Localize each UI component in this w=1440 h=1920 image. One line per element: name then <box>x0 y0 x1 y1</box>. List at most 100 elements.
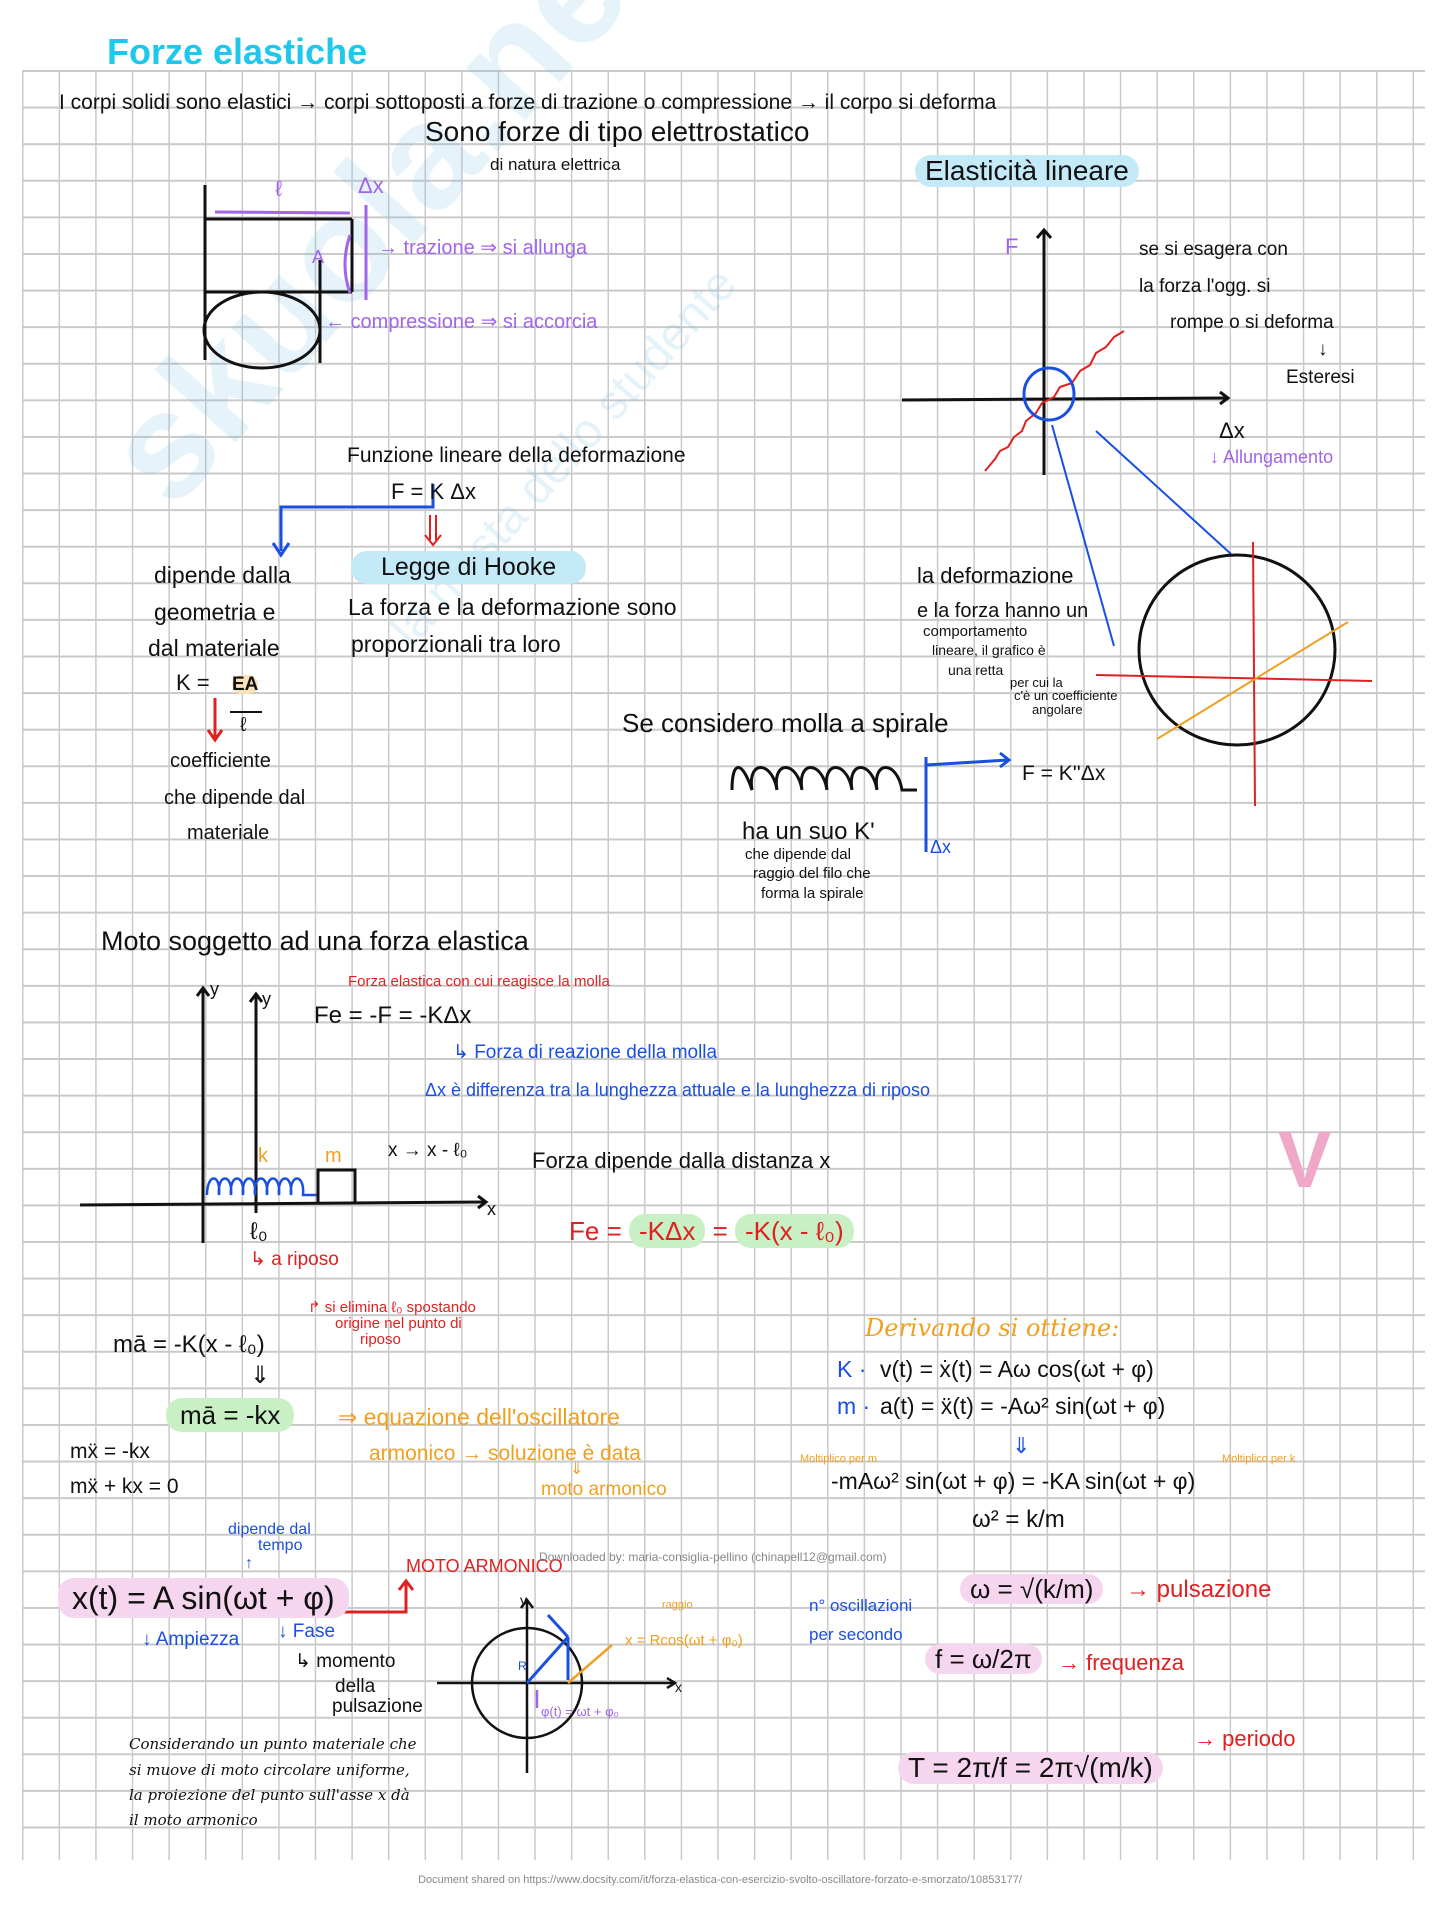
circle-x-label: x <box>675 1679 682 1695</box>
deform-small: per cui la <box>1010 675 1063 690</box>
distance-note: Forza dipende dalla distanza x <box>532 1148 831 1173</box>
omega-formula: ω = √(k/m) <box>960 1574 1104 1604</box>
delta-x-label: Δx <box>358 173 384 198</box>
deform-small: lineare, il grafico è <box>932 642 1046 658</box>
coef-text: materiale <box>187 822 270 844</box>
oscillator-text: armonico → soluzione è data <box>369 1442 641 1465</box>
circle-diagram <box>437 1597 678 1773</box>
depends-text: geometria e <box>154 599 276 625</box>
k-numerator: EA <box>232 674 259 695</box>
radius-label: R <box>518 1659 527 1673</box>
newton-eq: mā = -K(x - ℓ₀) <box>113 1331 265 1358</box>
up-arrow: ↑ <box>245 1555 253 1572</box>
hysteresis-note: se si esagera con <box>1139 239 1288 260</box>
fe-part: = <box>712 1216 728 1246</box>
hysteresis-arrow: ↓ <box>1318 339 1328 360</box>
frequency-formula: f = ω/2π <box>925 1644 1042 1674</box>
projection-formula: x = Rcos(ωt + φ₀) <box>625 1632 743 1649</box>
dx-definition: Δx è differenza tra la lunghezza attuale… <box>425 1080 931 1100</box>
implies-arrow: ⇓ <box>1012 1433 1031 1458</box>
fase-label: ↓ Fase <box>278 1621 336 1642</box>
raggio-label: raggio <box>662 1599 693 1611</box>
paragraph-line: la proiezione del punto sull'asse x dà <box>129 1786 410 1804</box>
momento-text: pulsazione <box>332 1696 423 1717</box>
paragraph-line: il moto armonico <box>129 1811 258 1829</box>
compressione-label: ← compressione ⇒ si accorcia <box>325 311 598 333</box>
reaction-note: ↳ Forza di reazione della molla <box>453 1042 718 1063</box>
hysteresis-note: la forza l'ogg. si <box>1139 276 1271 297</box>
spring-heading: Se considero molla a spirale <box>622 708 949 738</box>
paragraph-line: Considerando un punto materiale che <box>129 1735 417 1753</box>
linear-graph <box>901 227 1373 807</box>
page-title: Forze elastiche <box>107 31 368 72</box>
spring-k-label: k <box>258 1145 268 1167</box>
momento-text: della <box>335 1676 376 1697</box>
newton-eq: mẍ + kx = 0 <box>70 1475 179 1498</box>
intro-text: I corpi solidi sono elastici → corpi sot… <box>59 91 997 114</box>
depends-text: dipende dalla <box>154 562 291 588</box>
omega-squared: ω² = k/m <box>972 1506 1065 1533</box>
hooke-heading: Legge di Hooke <box>351 551 587 584</box>
oscillator-eq: mā = -kx <box>166 1398 295 1432</box>
frequenza-label: → frequenza <box>1058 1650 1184 1675</box>
hooke-text: La forza e la deformazione sono <box>348 594 677 620</box>
own-k-small: raggio del filo che <box>753 865 871 882</box>
check-mark: V <box>1278 1115 1332 1204</box>
origin-note: origine nel punto di <box>335 1315 462 1332</box>
motion-heading: Moto soggetto ad una forza elastica <box>101 926 529 956</box>
time-note: dipende dal <box>228 1521 311 1538</box>
momento-text: ↳ momento <box>295 1651 396 1672</box>
derivando-heading: Derivando si ottiene: <box>865 1314 1120 1342</box>
funzione-heading: Funzione lineare della deformazione <box>347 444 686 467</box>
period-formula: T = 2π/f = 2π√(m/k) <box>898 1752 1163 1784</box>
allungamento-label: ↓ Allungamento <box>1210 447 1334 467</box>
fe-formula: Fe = -F = -KΔx <box>314 1002 472 1029</box>
hysteresis-note: rompe o si deforma <box>1170 312 1334 333</box>
oscillations-note: n° oscillazioni <box>809 1596 913 1615</box>
oscillator-text: ⇒ equazione dell'oscillatore <box>338 1404 620 1430</box>
k-formula: K = <box>176 670 210 695</box>
footer-link[interactable]: Document shared on https://www.docsity.c… <box>418 1874 1022 1886</box>
multiply-m-note: Moltiplico per m <box>800 1453 878 1465</box>
oscillator-arrow: ⇓ <box>570 1461 584 1478</box>
coef-text: che dipende dal <box>164 787 306 809</box>
hysteresis-label: Esteresi <box>1286 367 1355 388</box>
dx-axis-label: Δx <box>1219 418 1245 443</box>
spring-formula: F = K''Δx <box>1022 762 1106 785</box>
x-axis-label: x <box>487 1199 496 1219</box>
coef-text: coefficiente <box>170 750 271 772</box>
multiply-k-note: Moltiplico per k <box>1222 1453 1296 1465</box>
ampiezza-label: ↓ Ampiezza <box>142 1629 240 1650</box>
area-label: A <box>312 247 325 267</box>
pulsazione-label: → pulsazione <box>1126 1576 1272 1603</box>
depends-text: dal materiale <box>148 635 280 661</box>
moto-armonico-label: MOTO ARMONICO <box>406 1556 563 1576</box>
implies-arrow: ⇓ <box>250 1362 271 1389</box>
velocity-eq: v(t) = ẋ(t) = Aω cos(ωt + φ) <box>880 1356 1154 1382</box>
elasticita-heading: Elasticità lineare <box>915 155 1139 187</box>
time-note: tempo <box>258 1537 303 1554</box>
motion-diagram <box>79 985 489 1243</box>
riposo-label: ↳ a riposo <box>250 1249 339 1270</box>
harmonic-arrow <box>326 1578 415 1614</box>
fe-part: Fe = <box>569 1216 622 1246</box>
deform-text: la deformazione <box>917 563 1074 588</box>
mass-m-label: m <box>325 1145 342 1167</box>
spiral-spring <box>730 751 1012 852</box>
deform-small: angolare <box>1032 702 1083 717</box>
fe-part: -K(x - ℓ₀) <box>735 1214 854 1248</box>
shift-label: x → x - ℓ₀ <box>388 1140 468 1161</box>
origin-note: riposo <box>360 1331 401 1348</box>
cylinder-diagram <box>202 185 354 370</box>
oscillator-text: moto armonico <box>541 1479 667 1500</box>
hooke-text: proporzionali tra loro <box>351 631 561 657</box>
hooke-arrows <box>206 484 442 743</box>
length-label: ℓ <box>275 176 283 201</box>
spring-dx: Δx <box>930 837 952 857</box>
k-prefix: K · <box>837 1356 867 1382</box>
hooke-formula: F = K Δx <box>391 479 476 504</box>
electro-text: Sono forze di tipo elettrostatico <box>425 116 810 147</box>
cylinder-arrows <box>214 205 368 300</box>
y-axis-label: y <box>210 979 219 999</box>
